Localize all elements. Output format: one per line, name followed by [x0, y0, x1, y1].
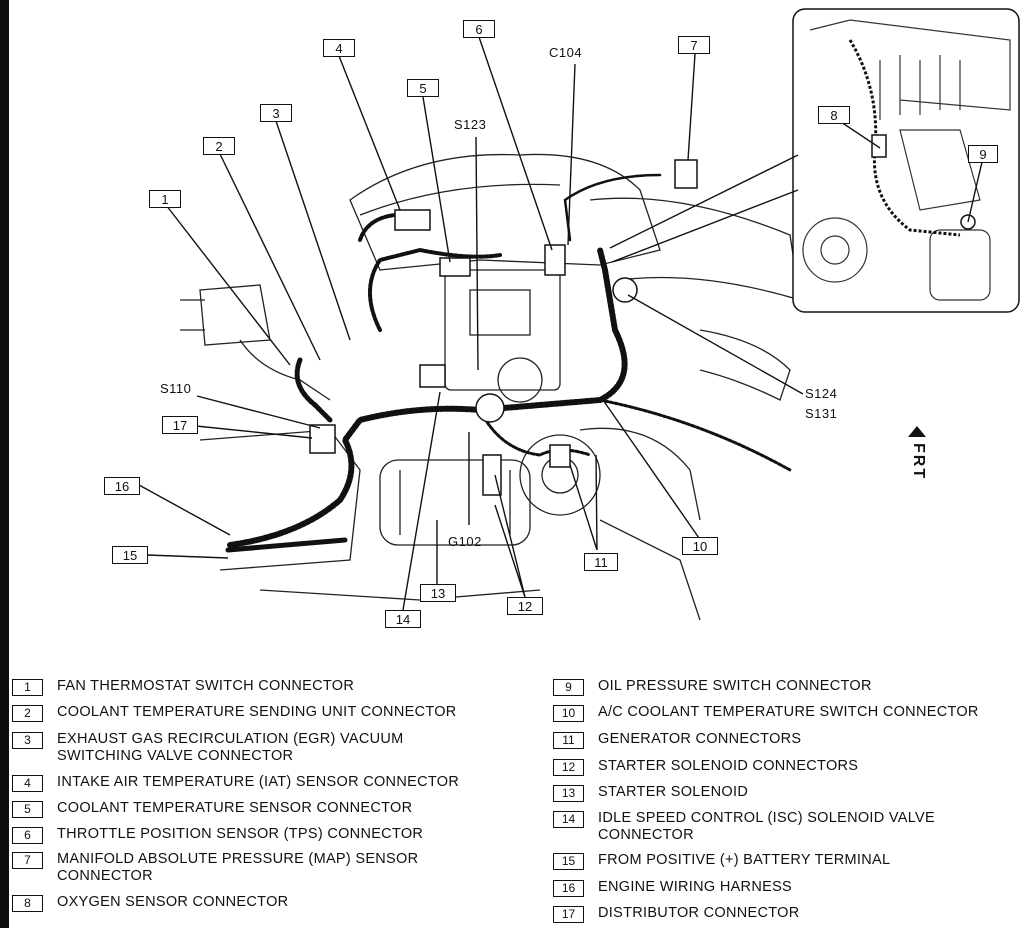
callout-7: 7 — [678, 36, 710, 54]
legend-item-6: 6 THROTTLE POSITION SENSOR (TPS) CONNECT… — [12, 826, 542, 851]
legend-text: GENERATOR CONNECTORS — [598, 731, 802, 747]
legend-number: 12 — [553, 759, 584, 776]
tag-g102: G102 — [448, 534, 482, 549]
callout-10: 10 — [682, 537, 718, 555]
engine-harness-figure: 1 2 3 4 5 6 7 8 9 10 11 12 13 14 15 16 1… — [104, 8, 1020, 628]
legend-text: OIL PRESSURE SWITCH CONNECTOR — [598, 678, 872, 694]
legend-item-9: 9 OIL PRESSURE SWITCH CONNECTOR — [553, 678, 1018, 704]
legend-number: 15 — [553, 853, 584, 870]
tag-s124: S124 — [805, 386, 838, 401]
legend-item-7: 7 MANIFOLD ABSOLUTE PRESSURE (MAP) SENSO… — [12, 851, 542, 894]
legend-number: 17 — [553, 906, 584, 923]
tag-s131: S131 — [805, 406, 838, 421]
callout-6: 6 — [463, 20, 495, 38]
legend-text: EXHAUST GAS RECIRCULATION (EGR) VACUUM S… — [57, 731, 404, 764]
legend-number: 6 — [12, 827, 43, 844]
legend-item-3: 3 EXHAUST GAS RECIRCULATION (EGR) VACUUM… — [12, 731, 542, 774]
legend-item-1: 1 FAN THERMOSTAT SWITCH CONNECTOR — [12, 678, 542, 704]
legend-left-column: 1 FAN THERMOSTAT SWITCH CONNECTOR 2 COOL… — [12, 678, 542, 916]
legend-number: 14 — [553, 811, 584, 828]
legend-item-10: 10 A/C COOLANT TEMPERATURE SWITCH CONNEC… — [553, 704, 1018, 731]
tag-s110: S110 — [160, 381, 192, 396]
tag-s123: S123 — [454, 117, 487, 132]
legend-number: 1 — [12, 679, 43, 696]
legend-number: 2 — [12, 705, 43, 722]
callout-8: 8 — [818, 106, 850, 124]
legend-text: THROTTLE POSITION SENSOR (TPS) CONNECTOR — [57, 826, 424, 842]
legend-number: 13 — [553, 785, 584, 802]
callout-14: 14 — [385, 610, 421, 628]
legend-number: 4 — [12, 775, 43, 792]
legend-number: 10 — [553, 705, 584, 722]
wiring-harness-lines — [225, 173, 792, 553]
callout-17: 17 — [162, 416, 198, 434]
legend-text: ENGINE WIRING HARNESS — [598, 879, 793, 895]
legend-item-16: 16 ENGINE WIRING HARNESS — [553, 879, 1018, 905]
callout-4: 4 — [323, 39, 355, 57]
callout-16: 16 — [104, 477, 140, 495]
legend-number: 8 — [12, 895, 43, 912]
legend-item-4: 4 INTAKE AIR TEMPERATURE (IAT) SENSOR CO… — [12, 774, 542, 800]
legend-text: A/C COOLANT TEMPERATURE SWITCH CONNECTOR — [598, 704, 979, 720]
legend-item-14: 14 IDLE SPEED CONTROL (ISC) SOLENOID VAL… — [553, 810, 1018, 852]
legend-item-17: 17 DISTRIBUTOR CONNECTOR — [553, 905, 1018, 927]
legend-number: 5 — [12, 801, 43, 818]
legend-item-13: 13 STARTER SOLENOID — [553, 784, 1018, 810]
legend-item-12: 12 STARTER SOLENOID CONNECTORS — [553, 758, 1018, 784]
inset-detail — [792, 8, 1020, 313]
legend-text: COOLANT TEMPERATURE SENDING UNIT CONNECT… — [57, 704, 457, 720]
connector-shapes — [309, 159, 698, 496]
legend-item-2: 2 COOLANT TEMPERATURE SENDING UNIT CONNE… — [12, 704, 542, 731]
front-arrow-icon — [908, 426, 926, 437]
engine-drawing — [138, 8, 1020, 621]
legend-item-15: 15 FROM POSITIVE (+) BATTERY TERMINAL — [553, 852, 1018, 879]
callout-13: 13 — [420, 584, 456, 602]
legend-text: FROM POSITIVE (+) BATTERY TERMINAL — [598, 852, 891, 868]
legend-text: IDLE SPEED CONTROL (ISC) SOLENOID VALVE … — [598, 810, 935, 843]
legend-text: OXYGEN SENSOR CONNECTOR — [57, 894, 289, 910]
legend-text: DISTRIBUTOR CONNECTOR — [598, 905, 800, 921]
front-direction-indicator: FRT — [906, 426, 927, 486]
legend-number: 3 — [12, 732, 43, 749]
legend-text: COOLANT TEMPERATURE SENSOR CONNECTOR — [57, 800, 413, 816]
legend-text: MANIFOLD ABSOLUTE PRESSURE (MAP) SENSOR … — [57, 851, 419, 884]
legend-text: STARTER SOLENOID — [598, 784, 749, 800]
left-edge-bar — [0, 0, 9, 928]
legend-item-11: 11 GENERATOR CONNECTORS — [553, 731, 1018, 758]
legend-number: 7 — [12, 852, 43, 869]
callout-15: 15 — [112, 546, 148, 564]
front-label: FRT — [910, 443, 927, 481]
callout-11: 11 — [584, 553, 618, 571]
callout-3: 3 — [260, 104, 292, 122]
legend-item-8: 8 OXYGEN SENSOR CONNECTOR — [12, 894, 542, 916]
legend-number: 9 — [553, 679, 584, 696]
legend-number: 16 — [553, 880, 584, 897]
tag-c104: C104 — [549, 45, 583, 60]
leader-lines — [138, 36, 983, 611]
legend-text: STARTER SOLENOID CONNECTORS — [598, 758, 859, 774]
callout-9: 9 — [968, 145, 998, 163]
legend-number: 11 — [553, 732, 584, 749]
callout-12: 12 — [507, 597, 543, 615]
legend-text: FAN THERMOSTAT SWITCH CONNECTOR — [57, 678, 355, 694]
legend-right-column: 9 OIL PRESSURE SWITCH CONNECTOR 10 A/C C… — [553, 678, 1018, 927]
callout-5: 5 — [407, 79, 439, 97]
callout-2: 2 — [203, 137, 235, 155]
legend-text: INTAKE AIR TEMPERATURE (IAT) SENSOR CONN… — [57, 774, 460, 790]
legend-item-5: 5 COOLANT TEMPERATURE SENSOR CONNECTOR — [12, 800, 542, 826]
callout-1: 1 — [149, 190, 181, 208]
